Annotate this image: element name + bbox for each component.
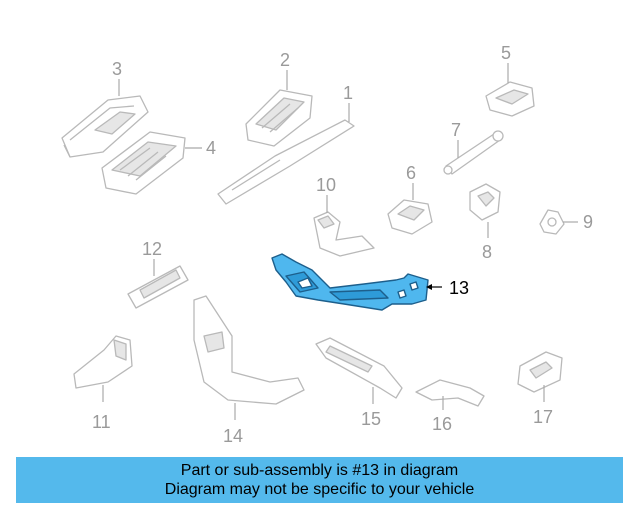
callout-8: 8 xyxy=(482,242,492,262)
banner-line-2: Diagram may not be specific to your vehi… xyxy=(164,481,475,498)
part-9-clip xyxy=(539,209,565,235)
parts-diagram: 3 4 2 1 5 7 6 xyxy=(61,43,593,446)
callout-10: 10 xyxy=(316,175,336,195)
part-5-side-vent xyxy=(485,81,535,117)
callout-13: 13 xyxy=(449,278,469,298)
callout-1: 1 xyxy=(343,83,353,103)
callout-14: 14 xyxy=(223,426,243,446)
part-3-vent-housing xyxy=(61,95,149,158)
part-4-grille-panel xyxy=(101,131,186,195)
arrowhead-13 xyxy=(426,284,432,290)
part-14-rear-duct xyxy=(193,295,305,405)
part-13-highlighted-duct xyxy=(271,253,429,311)
callout-11: 11 xyxy=(92,412,111,432)
callout-17: 17 xyxy=(533,407,553,427)
part-12-bracket xyxy=(127,265,189,309)
part-8-vent-knob xyxy=(469,183,501,221)
part-6-side-vent xyxy=(387,199,433,235)
callout-16: 16 xyxy=(432,414,452,434)
part-10-duct-elbow xyxy=(313,211,375,257)
part-1-defroster-duct xyxy=(217,119,355,205)
part-2-center-vent xyxy=(245,89,313,147)
part-17-outlet xyxy=(517,351,563,393)
info-banner: Part or sub-assembly is #13 in diagram D… xyxy=(16,457,623,503)
callout-3: 3 xyxy=(112,59,122,79)
callout-15: 15 xyxy=(361,409,381,429)
callout-7: 7 xyxy=(451,120,461,140)
part-15-rear-duct xyxy=(315,337,403,399)
callout-2: 2 xyxy=(280,50,290,70)
banner-line-1: Part or sub-assembly is #13 in diagram xyxy=(180,462,459,479)
part-7-hose xyxy=(443,130,504,175)
callout-4: 4 xyxy=(206,138,216,158)
callout-6: 6 xyxy=(406,163,416,183)
callout-12: 12 xyxy=(142,239,162,259)
callout-5: 5 xyxy=(501,43,511,63)
part-16-connector-duct xyxy=(415,379,485,407)
part-11-floor-duct xyxy=(73,335,133,389)
callout-9: 9 xyxy=(583,212,593,232)
